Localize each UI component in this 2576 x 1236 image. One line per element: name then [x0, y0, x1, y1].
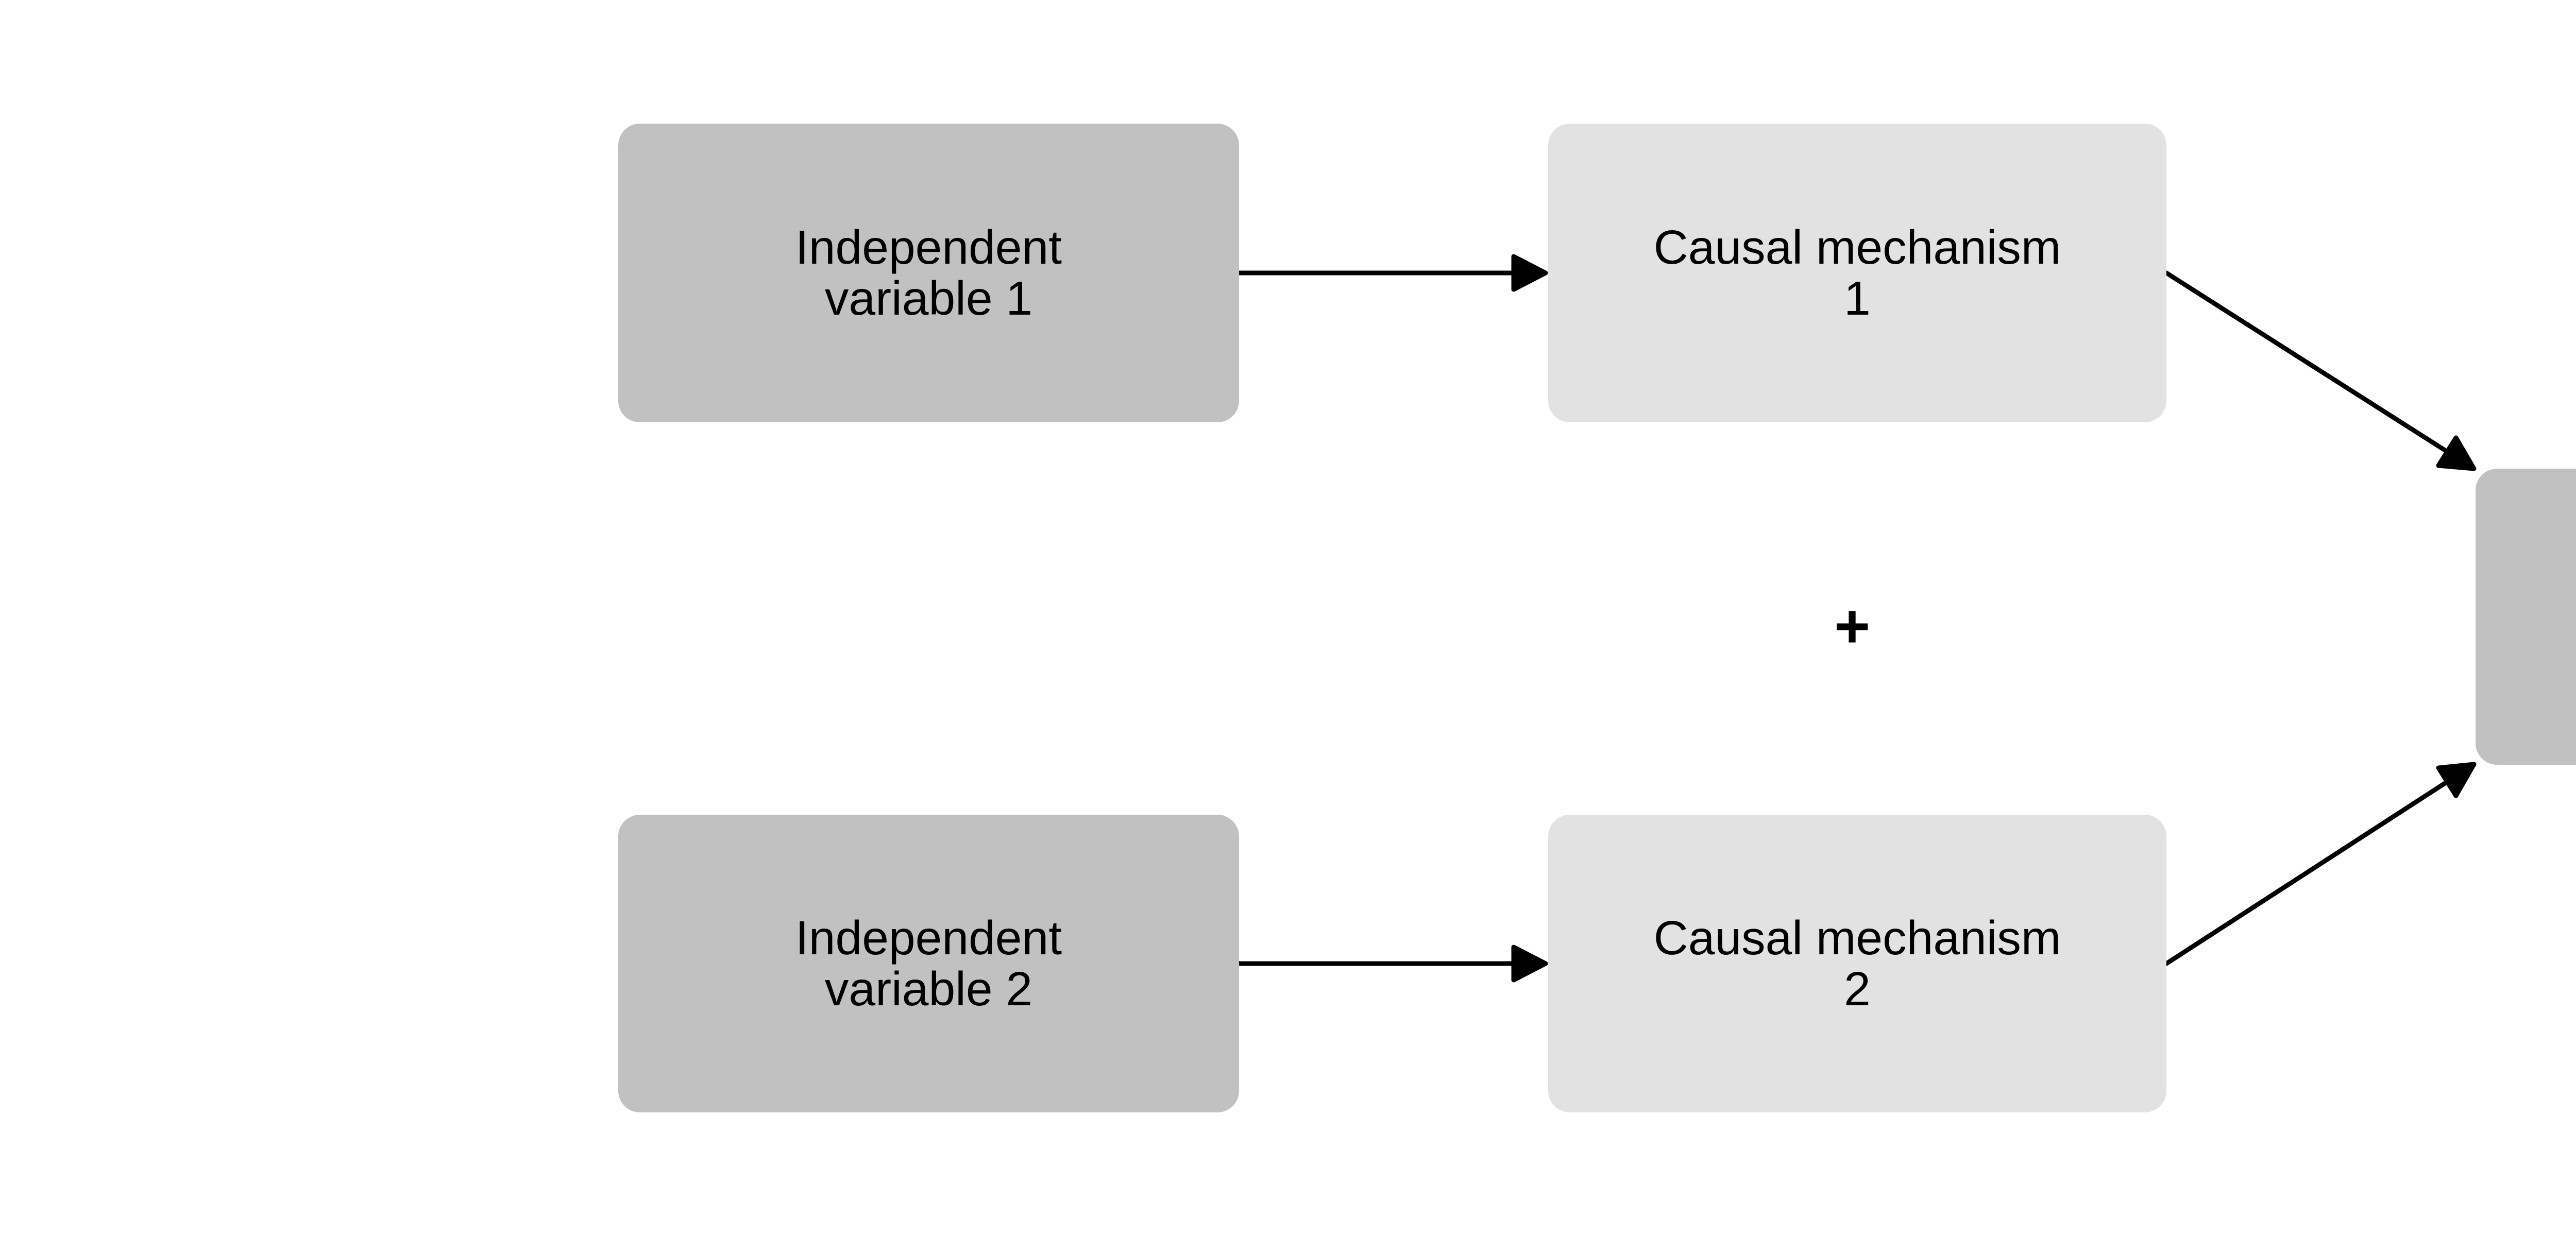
- arrowhead-icon: [1511, 945, 1548, 983]
- arrow-cm2-to-dv: [2164, 762, 2477, 966]
- plus-operator: +: [1834, 592, 1871, 661]
- arrow-shaft: [2164, 270, 2450, 454]
- arrowhead-icon: [1511, 254, 1548, 292]
- node-causal-mechanism-1: Causal mechanism 1: [1548, 124, 2166, 422]
- arrow-shaft: [2164, 779, 2450, 966]
- node-independent-variable-2: Independent variable 2: [618, 815, 1239, 1112]
- node-dependent-variable: Dependent variable: [2476, 469, 2576, 765]
- arrowhead-icon: [2436, 435, 2477, 471]
- arrow-cm1-to-dv: [2164, 270, 2477, 471]
- arrow-iv2-to-cm2: [1235, 945, 1548, 983]
- arrowhead-icon: [2436, 762, 2477, 798]
- node-independent-variable-1: Independent variable 1: [618, 124, 1239, 422]
- arrow-iv1-to-cm1: [1235, 254, 1548, 292]
- node-causal-mechanism-2: Causal mechanism 2: [1548, 815, 2166, 1112]
